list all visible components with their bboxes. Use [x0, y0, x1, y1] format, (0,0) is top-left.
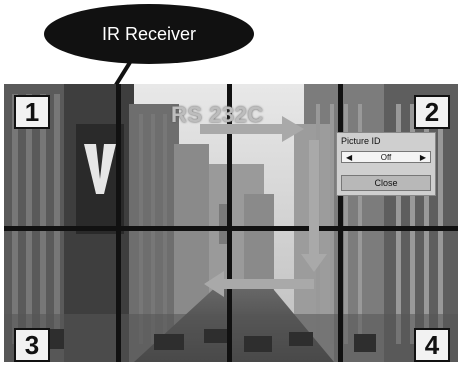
picture-id-title: Picture ID: [341, 136, 381, 146]
arrow-left-shaft: [222, 279, 314, 289]
tile-number-2: 2: [414, 95, 450, 129]
ir-receiver-callout: [44, 4, 254, 64]
arrow-down-shaft: [309, 140, 319, 256]
tile-number-4: 4: [414, 328, 450, 362]
arrow-right-head: [282, 116, 304, 142]
arrow-left-head: [204, 271, 224, 297]
left-arrow-icon[interactable]: ◀: [346, 153, 353, 162]
picture-id-selector[interactable]: ◀ Off ▶: [341, 151, 431, 163]
arrow-down-head: [301, 254, 327, 272]
bezel-vertical-3: [338, 84, 343, 362]
picture-id-value: Off: [380, 153, 392, 162]
ir-receiver-label: IR Receiver: [101, 24, 197, 44]
bezel-vertical-1: [116, 84, 121, 362]
right-arrow-icon[interactable]: ▶: [419, 153, 426, 162]
tile-number-1: 1: [14, 95, 50, 129]
close-button[interactable]: Close: [341, 175, 431, 191]
tile-number-3: 3: [14, 328, 50, 362]
arrow-right-shaft: [200, 124, 284, 134]
bezel-vertical-2: [227, 84, 232, 362]
rs232c-label: RS 232C: [171, 102, 264, 127]
bezel-horizontal: [4, 226, 458, 231]
picture-id-menu: Picture ID ◀ Off ▶ Close: [336, 132, 436, 196]
